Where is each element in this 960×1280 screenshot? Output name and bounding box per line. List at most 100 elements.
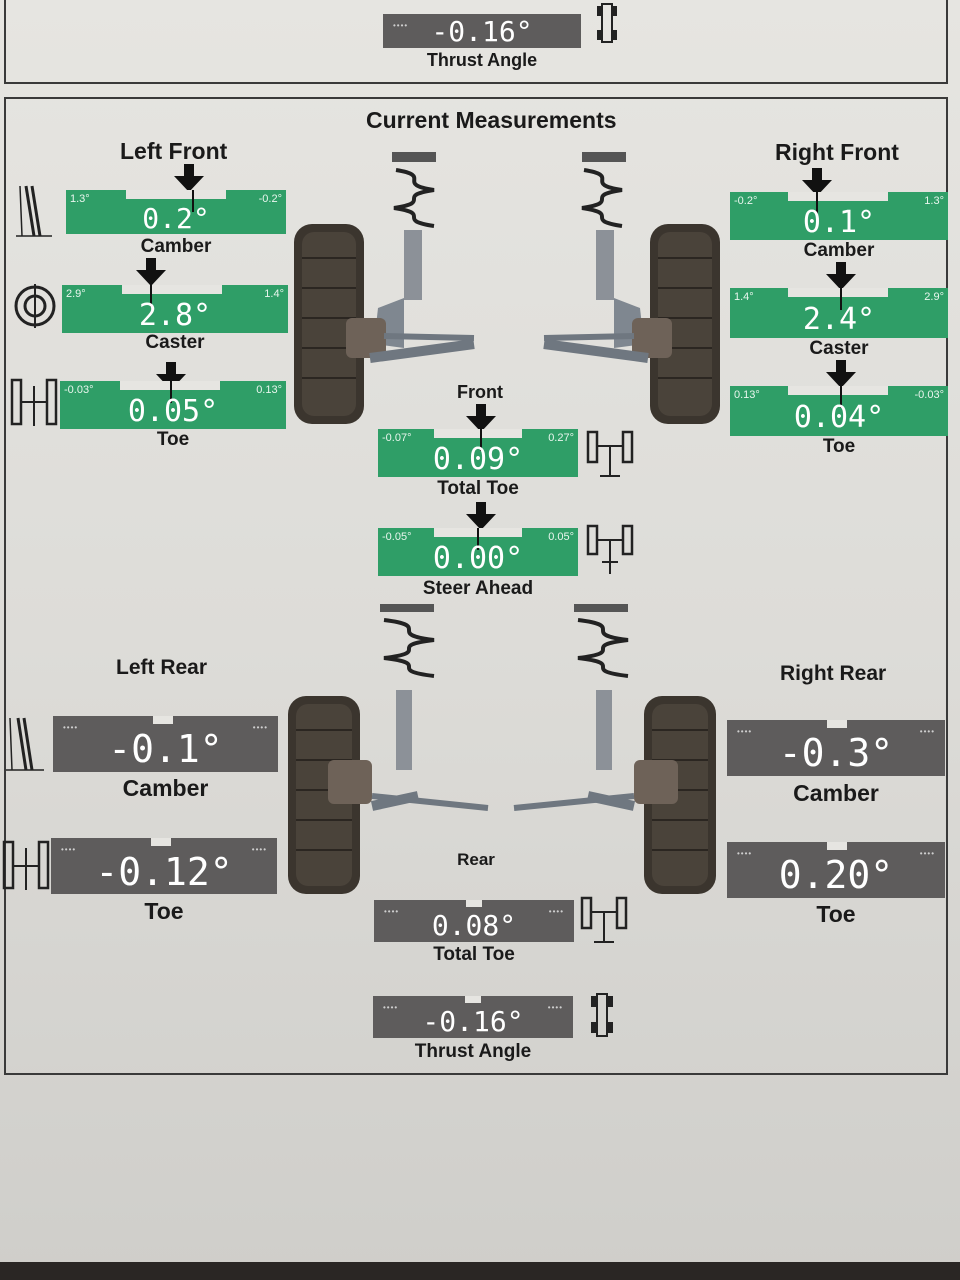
page-border-right xyxy=(946,97,948,1075)
gauge-scale-dots: •••• xyxy=(737,849,753,858)
right-rear-heading: Right Rear xyxy=(780,662,887,685)
gauge-min: -0.2° xyxy=(734,195,758,207)
total-toe-icon xyxy=(586,430,634,477)
gauge-value: 0.00° xyxy=(432,541,524,576)
left-front-caster-label: Caster xyxy=(145,332,205,353)
front-suspension-illustration xyxy=(294,152,720,424)
toe-pointer-arrow xyxy=(826,360,856,388)
left-front-toe-label: Toe xyxy=(156,429,190,450)
rear-axle-label: Rear xyxy=(457,850,495,869)
toe-icon xyxy=(2,840,50,890)
gauge-value: -0.16° xyxy=(422,1005,524,1038)
page-border-left xyxy=(4,97,6,1075)
gauge-max: 1.4° xyxy=(264,288,284,300)
gauge-max: 2.9° xyxy=(924,291,944,303)
gauge-min: -0.07° xyxy=(382,432,412,444)
strut-assembly xyxy=(513,604,678,811)
page-border-right-top xyxy=(946,0,948,84)
left-rear-toe-label: Toe xyxy=(144,898,184,924)
gauge-value: 0.08° xyxy=(431,909,517,942)
gauge-min: 1.4° xyxy=(734,291,754,303)
left-front-toe-gauge: -0.03° 0.13° 0.05° xyxy=(60,381,286,429)
right-front-camber-label: Camber xyxy=(803,240,875,261)
right-front-camber-gauge: -0.2° 1.3° 0.1° xyxy=(730,192,948,240)
gauge-scale-dots: •••• xyxy=(919,727,935,736)
gauge-scale-dots: •••• xyxy=(547,1003,563,1012)
section-divider-top xyxy=(4,82,948,84)
gauge-min: -0.05° xyxy=(382,531,412,543)
camber-icon xyxy=(6,717,44,771)
total-toe-pointer-arrow xyxy=(466,404,496,432)
gauge-value: 0.2° xyxy=(142,202,210,234)
left-rear-camber-gauge: •••• •••• -0.1° xyxy=(53,716,278,772)
toe-icon xyxy=(10,378,58,426)
rear-thrust-angle-label: Thrust Angle xyxy=(414,1041,532,1062)
caster-icon xyxy=(14,284,56,328)
gauge-scale-dots: •••• xyxy=(548,907,564,916)
gauge-scale-dots: •••• xyxy=(63,723,79,732)
right-front-toe-label: Toe xyxy=(822,436,856,457)
thrust-angle-icon xyxy=(597,3,617,43)
front-total-toe-label: Total Toe xyxy=(437,478,519,499)
camber-pointer-arrow xyxy=(174,164,204,192)
camber-pointer-arrow xyxy=(802,168,832,196)
right-rear-camber-gauge: •••• •••• -0.3° xyxy=(727,720,945,776)
gauge-value: -0.16° xyxy=(431,15,533,48)
gauge-scale-dots: •••• xyxy=(919,849,935,858)
gauge-value: 0.09° xyxy=(432,442,524,477)
right-front-heading: Right Front xyxy=(775,139,899,165)
tire xyxy=(650,224,720,424)
gauge-scale-dots: •••• xyxy=(61,845,77,854)
gauge-max: 0.13° xyxy=(256,384,282,396)
steer-ahead-icon xyxy=(586,524,634,574)
strut-assembly xyxy=(328,604,489,811)
camber-icon xyxy=(16,185,52,237)
gauge-value: 2.4° xyxy=(802,302,876,337)
gauge-scale-dots: •••• xyxy=(737,727,753,736)
left-front-caster-gauge: 2.9° 1.4° 2.8° xyxy=(62,285,288,333)
gauge-max: 0.27° xyxy=(548,432,574,444)
gauge-max: -0.2° xyxy=(258,193,282,205)
tire xyxy=(294,224,364,424)
thrust-angle-icon xyxy=(591,993,613,1037)
steer-ahead-gauge: -0.05° 0.05° 0.00° xyxy=(378,528,578,576)
rear-suspension-illustration xyxy=(288,604,716,894)
gauge-value: -0.12° xyxy=(95,850,233,894)
left-rear-camber-label: Camber xyxy=(122,775,209,801)
gauge-value: -0.1° xyxy=(108,727,223,771)
photo-background-edge xyxy=(0,1262,960,1280)
section-divider-bottom xyxy=(4,1073,948,1075)
gauge-max: 1.3° xyxy=(924,195,944,207)
rear-total-toe-label: Total Toe xyxy=(433,944,515,965)
rear-total-toe-gauge: •••• •••• 0.08° xyxy=(374,900,574,942)
gauge-min: 1.3° xyxy=(70,193,90,205)
gauge-scale-dots: •••• xyxy=(251,845,267,854)
gauge-min: -0.03° xyxy=(64,384,94,396)
rear-thrust-angle-gauge: •••• •••• -0.16° xyxy=(373,996,573,1038)
caster-pointer-arrow xyxy=(826,262,856,290)
gauge-max: 0.05° xyxy=(548,531,574,543)
section-divider-main-top xyxy=(4,97,948,99)
gauge-value: 0.05° xyxy=(127,394,219,429)
left-front-camber-gauge: 1.3° -0.2° 0.2° xyxy=(66,190,286,234)
gauge-scale-dots: •••• xyxy=(384,907,400,916)
page-border-left-top xyxy=(4,0,6,84)
gauge-value: 2.8° xyxy=(138,298,212,333)
right-front-caster-gauge: 1.4° 2.9° 2.4° xyxy=(730,288,948,338)
strut-assembly xyxy=(346,152,475,363)
gauge-scale-dots: •••• xyxy=(393,21,409,30)
front-axle-label: Front xyxy=(457,382,503,402)
caster-pointer-arrow xyxy=(136,258,166,286)
left-front-heading: Left Front xyxy=(120,138,228,164)
left-front-camber-label: Camber xyxy=(140,236,212,257)
top-thrust-angle-label: Thrust Angle xyxy=(426,50,538,70)
gauge-scale-dots: •••• xyxy=(252,723,268,732)
gauge-value: 0.04° xyxy=(793,400,885,435)
gauge-min: 2.9° xyxy=(66,288,86,300)
right-front-toe-gauge: 0.13° -0.03° 0.04° xyxy=(730,386,948,436)
gauge-min: 0.13° xyxy=(734,389,760,401)
right-rear-toe-gauge: •••• •••• 0.20° xyxy=(727,842,945,898)
strut-assembly xyxy=(543,152,672,363)
total-toe-icon xyxy=(580,896,628,943)
page-title: Current Measurements xyxy=(366,107,617,133)
